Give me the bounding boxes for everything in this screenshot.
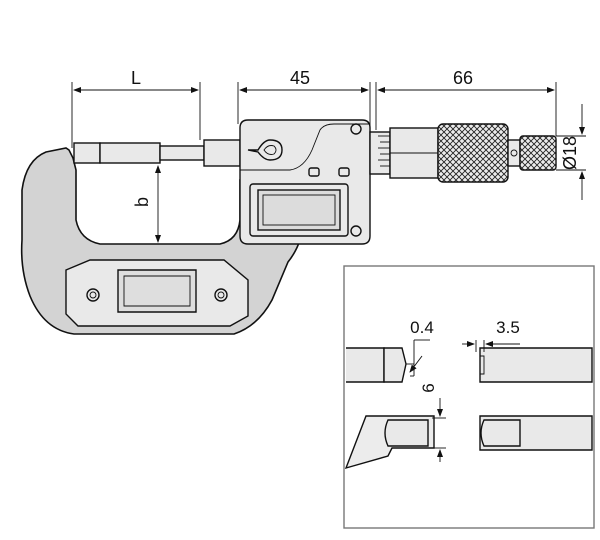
head-button-left (308, 167, 320, 177)
dimension-dia18: Ø18 (556, 104, 586, 200)
frame-screw-left (86, 288, 100, 302)
dimension-dia18-label: Ø18 (560, 136, 580, 170)
spindle-assembly (369, 123, 557, 183)
dimension-L: L (71, 68, 201, 148)
detail-0.4-label: 0.4 (410, 318, 434, 337)
dimension-66-label: 66 (453, 68, 473, 88)
digital-display-head (239, 119, 371, 245)
detail-3.5-label: 3.5 (496, 318, 520, 337)
head-button-right (338, 167, 350, 177)
dimension-45-label: 45 (290, 68, 310, 88)
dimension-b: b (132, 165, 161, 243)
detail-6-label: 6 (419, 383, 438, 392)
micrometer-frame (20, 147, 301, 335)
dimension-66: 66 (375, 68, 557, 136)
anvil (73, 139, 241, 167)
frame-screw-right (214, 288, 228, 302)
thimble-knurl (437, 123, 509, 183)
tip-detail-inset: 0.4 3.5 6 (343, 265, 595, 529)
dimension-45: 45 (237, 68, 371, 128)
ratchet-knurl (519, 135, 557, 171)
dimension-b-label: b (132, 197, 152, 207)
dimension-L-label: L (131, 68, 141, 88)
